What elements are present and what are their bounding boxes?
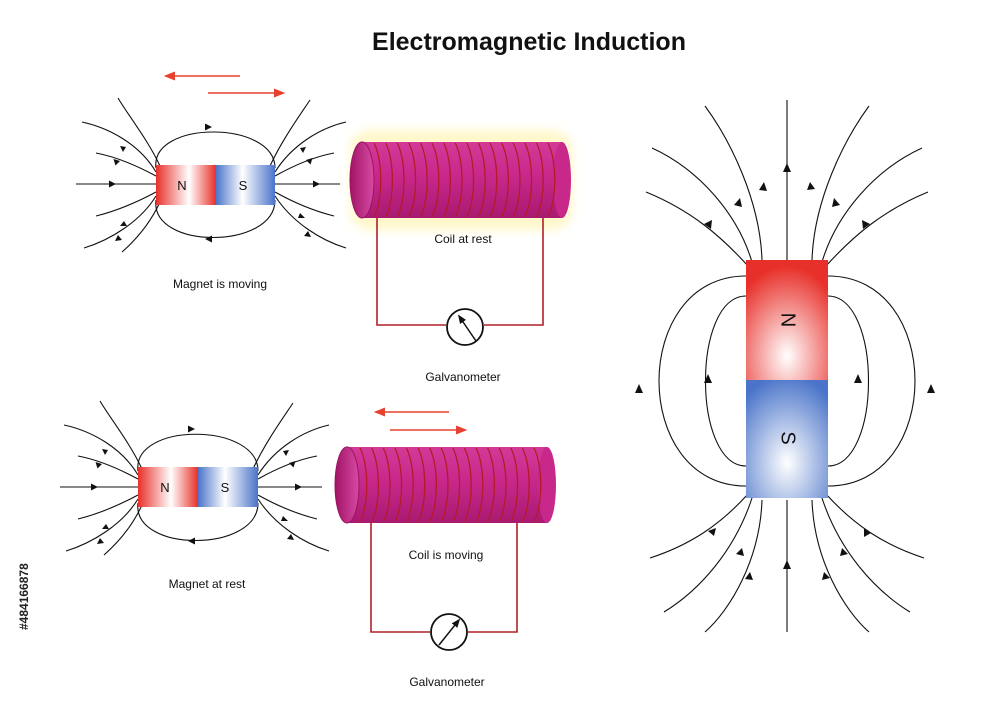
coil-turn: [463, 447, 472, 523]
top-magnet-field-lines: [76, 97, 347, 253]
big-magnet-field-lines: [635, 100, 935, 633]
coil-turn: [524, 142, 533, 218]
coil-turn: [419, 142, 428, 218]
bottom-magnet-south-label: S: [221, 480, 230, 495]
coil-turn: [477, 142, 486, 218]
coil-turn: [443, 142, 451, 218]
coil-turn: [359, 447, 368, 523]
coil-turn: [394, 447, 403, 523]
coil-turn: [475, 447, 484, 523]
top-wire-left: [376, 218, 446, 326]
coil-turn: [533, 447, 542, 523]
top-magnet-north: [156, 165, 216, 205]
bottom-panel: N S Magnet at rest Coil is moving Galvan…: [60, 400, 556, 689]
bottom-magnet-north: [138, 467, 198, 507]
coil-turn: [521, 447, 530, 523]
coil-turn: [405, 447, 414, 523]
coil-turn: [408, 142, 417, 218]
big-magnet-north-label: N: [777, 313, 799, 327]
bottom-coil-caption: Coil is moving: [409, 548, 484, 562]
bottom-magnet-field-lines: [60, 400, 330, 556]
coil-turn: [382, 447, 391, 523]
bottom-magnet-caption: Magnet at rest: [169, 577, 246, 591]
coil-turn: [396, 142, 405, 218]
bottom-magnet-south: [198, 467, 258, 507]
bottom-coil: [334, 446, 556, 524]
top-magnet-south-label: S: [239, 178, 248, 193]
coil-turn: [452, 447, 461, 523]
coil-turn: [417, 447, 426, 523]
top-coil-caption: Coil at rest: [434, 232, 492, 246]
coil-turn: [498, 447, 507, 523]
coil-turn: [373, 142, 382, 218]
coil-turn: [501, 142, 509, 218]
coil-turn: [489, 142, 498, 218]
page-title: Electromagnetic Induction: [372, 28, 686, 56]
coil-turn: [535, 142, 544, 218]
stock-id-label: #484166878: [17, 563, 31, 630]
coil-turn: [510, 447, 519, 523]
top-magnet-caption: Magnet is moving: [173, 277, 267, 291]
top-meter-caption: Galvanometer: [425, 370, 500, 384]
coil-turn: [512, 142, 521, 218]
coil-turn: [487, 447, 495, 523]
galvanometer-icon: [446, 308, 484, 346]
coil-turn: [454, 142, 463, 218]
top-coil: [349, 130, 572, 230]
coil-turn: [466, 142, 475, 218]
top-magnet-north-label: N: [177, 178, 186, 193]
top-panel: N S Magnet is moving Coil at rest Galvan…: [76, 71, 572, 384]
top-magnet-south: [216, 165, 275, 205]
coil-turn: [440, 447, 449, 523]
coil-turn: [385, 142, 393, 218]
bottom-wire-left: [370, 522, 430, 633]
bottom-wire-right: [468, 522, 518, 633]
coil-turn: [371, 447, 379, 523]
coil-turn: [431, 142, 440, 218]
big-magnet-south: [746, 380, 828, 498]
big-magnet-north: [746, 260, 828, 380]
coil-turn: [429, 447, 437, 523]
bottom-meter-caption: Galvanometer: [409, 675, 484, 689]
big-magnet-south-label: S: [777, 431, 799, 444]
top-wire-right: [484, 218, 544, 326]
big-magnet-panel: N S: [635, 100, 935, 633]
coil-turn: [547, 142, 556, 218]
galvanometer-icon: [430, 613, 468, 651]
bottom-magnet-north-label: N: [160, 480, 169, 495]
